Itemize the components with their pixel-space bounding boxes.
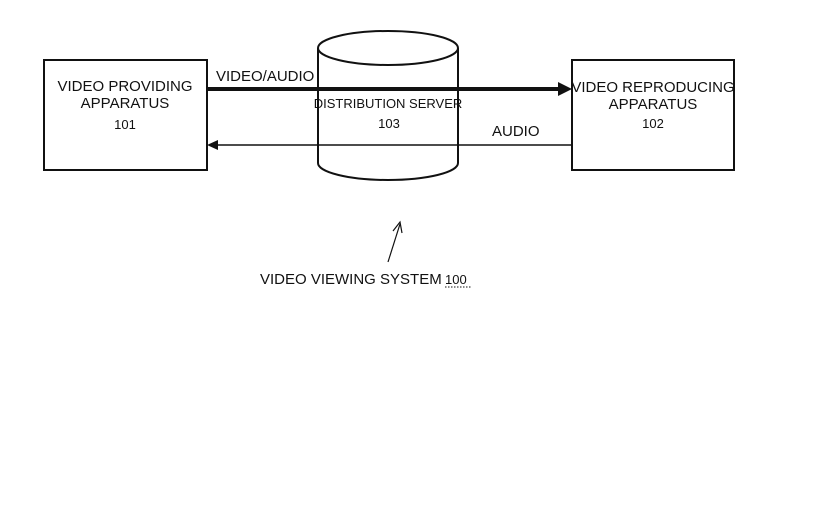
video-viewing-system-ref: 100	[445, 272, 467, 287]
video-audio-arrowhead	[558, 82, 572, 96]
video-viewing-system-label: VIDEO VIEWING SYSTEM	[260, 271, 442, 288]
video-audio-label: VIDEO/AUDIO	[216, 68, 314, 85]
video-reproducing-apparatus-ref: 102	[642, 116, 664, 131]
distribution-server-label: DISTRIBUTION SERVER	[314, 96, 463, 111]
video-providing-apparatus-box	[44, 60, 207, 170]
video-reproducing-apparatus-label-line2: APPARATUS	[609, 96, 698, 113]
video-providing-apparatus-label-line1: VIDEO PROVIDING	[57, 78, 192, 95]
video-providing-apparatus-ref: 101	[114, 117, 136, 132]
video-reproducing-apparatus-label-line1: VIDEO REPRODUCING	[571, 79, 734, 96]
distribution-server-node: DISTRIBUTION SERVER 103	[314, 31, 463, 180]
video-reproducing-apparatus-node: VIDEO REPRODUCING APPARATUS 102	[571, 60, 734, 170]
distribution-server-ref: 103	[378, 116, 400, 131]
video-providing-apparatus-node: VIDEO PROVIDING APPARATUS 101	[44, 60, 207, 170]
video-providing-apparatus-label-line2: APPARATUS	[81, 95, 170, 112]
video-reproducing-apparatus-box	[572, 60, 734, 170]
audio-arrowhead	[207, 140, 218, 150]
distribution-server-cylinder-top	[318, 31, 458, 65]
distribution-server-cylinder-body	[318, 48, 458, 180]
audio-label: AUDIO	[492, 123, 540, 140]
video-viewing-system-callout: VIDEO VIEWING SYSTEM 100	[260, 222, 471, 288]
